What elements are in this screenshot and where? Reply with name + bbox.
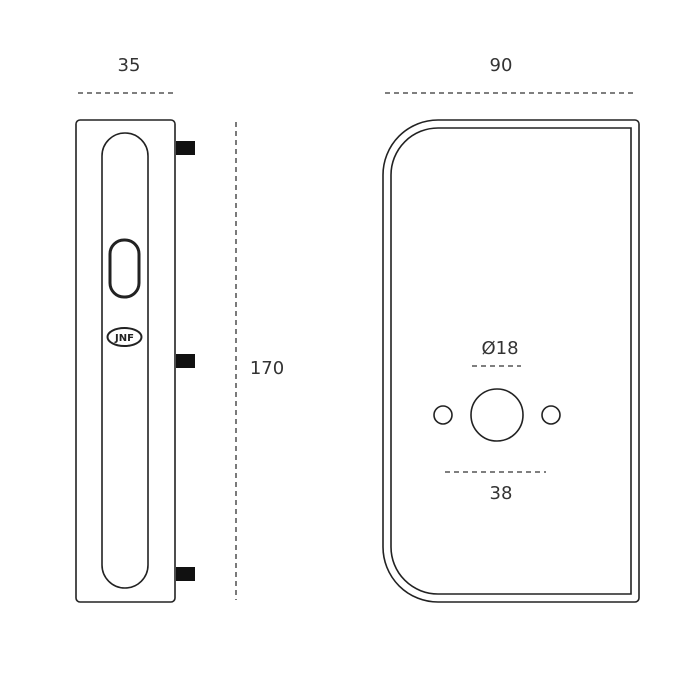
- screw-hole-right: [541, 405, 561, 425]
- front-plate-inner-outline: [390, 127, 632, 595]
- front-plate-outline: [382, 119, 640, 603]
- key-oval: [108, 238, 141, 299]
- screw-top: [176, 141, 195, 155]
- front-width-label: 90: [490, 55, 513, 76]
- side-plate-outline: [75, 119, 176, 603]
- front-view: 90 Ø18 38: [382, 55, 640, 603]
- logo-text: JNF: [114, 333, 134, 344]
- hole-diameter-label: Ø18: [481, 338, 518, 359]
- jnf-logo: JNF: [106, 327, 143, 347]
- screw-bottom: [176, 567, 195, 581]
- spindle-hole: [470, 388, 524, 442]
- screw-hole-left: [433, 405, 453, 425]
- hole-spacing-label: 38: [490, 483, 513, 504]
- side-width-label: 35: [118, 55, 141, 76]
- handle-slot: [101, 132, 149, 589]
- screw-middle: [176, 354, 195, 368]
- side-view: 35 JNF 170: [75, 55, 284, 603]
- height-label: 170: [250, 358, 284, 379]
